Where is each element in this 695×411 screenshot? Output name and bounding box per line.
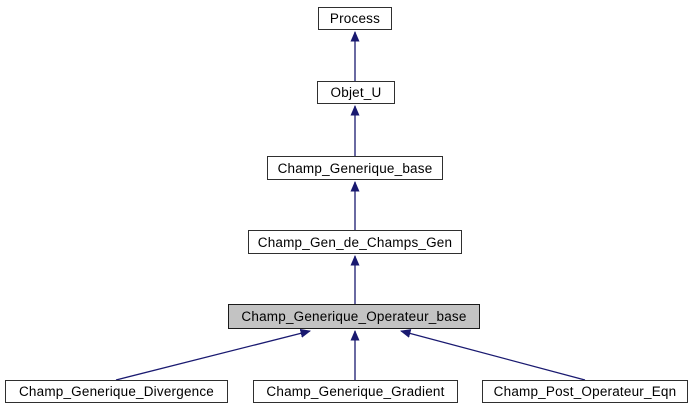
class-node-champ-generique-divergence[interactable]: Champ_Generique_Divergence (5, 380, 228, 403)
class-node-process[interactable]: Process (318, 7, 392, 30)
class-node-champ-generique-operateur-base: Champ_Generique_Operateur_base (228, 304, 480, 329)
arrow-divergence-to-cgopbase (115, 328, 311, 381)
class-node-objet-u[interactable]: Objet_U (317, 81, 395, 104)
class-node-champ-generique-gradient[interactable]: Champ_Generique_Gradient (253, 380, 458, 403)
class-node-champ-generique-base[interactable]: Champ_Generique_base (267, 156, 443, 180)
arrow-post-eqn-to-cgopbase (400, 329, 586, 381)
class-node-champ-gen-de-champs-gen[interactable]: Champ_Gen_de_Champs_Gen (248, 230, 462, 254)
class-node-champ-post-operateur-eqn[interactable]: Champ_Post_Operateur_Eqn (482, 380, 688, 403)
